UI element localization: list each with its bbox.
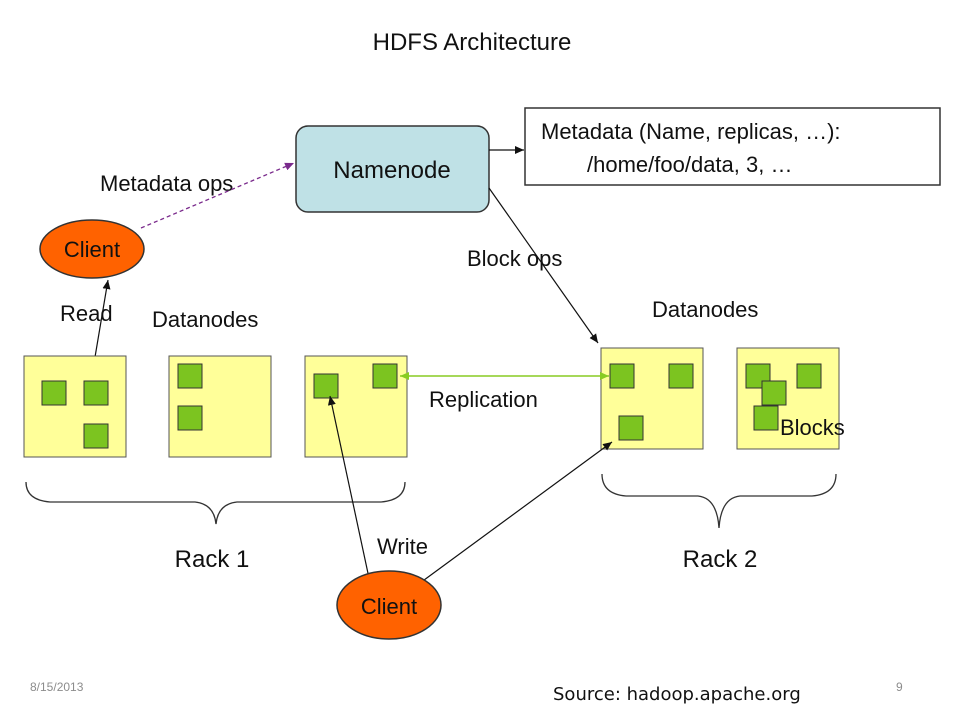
- blocks-label: Blocks: [780, 415, 845, 440]
- block: [618, 415, 644, 441]
- datanodes-right-label: Datanodes: [652, 297, 758, 322]
- metadata-line-1: Metadata (Name, replicas, …):: [541, 119, 841, 144]
- block: [177, 405, 203, 431]
- block: [761, 380, 787, 406]
- write-arrow: [327, 395, 370, 579]
- replication-label: Replication: [429, 387, 538, 412]
- read-label: Read: [60, 301, 113, 326]
- block-ops-label: Block ops: [467, 246, 562, 271]
- read-arrow: [93, 279, 111, 364]
- metadata-box: [524, 107, 941, 186]
- block: [745, 363, 771, 389]
- datanodes-left-label: Datanodes: [152, 307, 258, 332]
- block: [753, 405, 779, 431]
- block: [609, 363, 635, 389]
- rack1-label: Rack 1: [175, 546, 250, 573]
- namenode-box: [295, 125, 490, 213]
- client-top: [39, 219, 145, 279]
- client-top-label: Client: [64, 237, 120, 262]
- block: [372, 363, 398, 389]
- diagram-title: HDFS Architecture: [373, 29, 572, 56]
- rack1-brace: [25, 481, 406, 525]
- rack2-label: Rack 2: [683, 546, 758, 573]
- block: [668, 363, 694, 389]
- block: [83, 423, 109, 449]
- datanode-rack1-1: [23, 355, 127, 458]
- block-ops-arrow: [488, 187, 599, 344]
- rack2-brace: [601, 473, 837, 529]
- datanode-rack2-1: [600, 347, 704, 450]
- block: [177, 363, 203, 389]
- block: [796, 363, 822, 389]
- write-label: Write: [377, 534, 428, 559]
- block: [41, 380, 67, 406]
- block: [83, 380, 109, 406]
- footer-date: 8/15/2013: [30, 680, 84, 694]
- metadata-line-2: /home/foo/data, 3, …: [587, 152, 792, 177]
- client-to-rack2-arrow: [419, 441, 613, 584]
- client-bottom: [336, 570, 442, 640]
- datanode-rack2-2: [736, 347, 840, 450]
- namenode-label: Namenode: [333, 157, 450, 184]
- block: [313, 373, 339, 399]
- metadata-ops-label: Metadata ops: [100, 171, 233, 196]
- source-credit: Source: hadoop.apache.org: [553, 684, 801, 705]
- footer-page-number: 9: [896, 680, 903, 694]
- client-bottom-label: Client: [361, 594, 417, 619]
